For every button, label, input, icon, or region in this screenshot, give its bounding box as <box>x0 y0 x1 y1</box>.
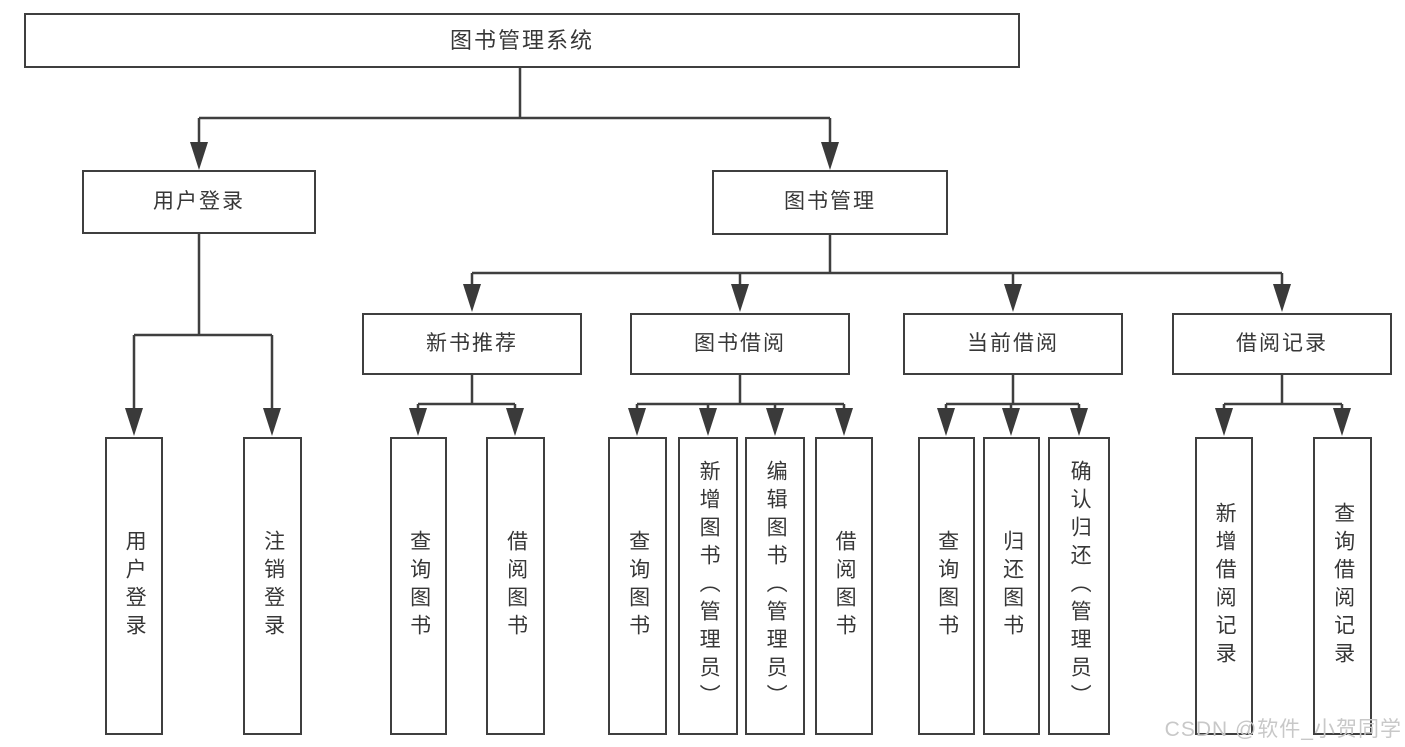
connector-current-borrow-to-leaves <box>937 375 1088 436</box>
leaf-bb-borrow-books: 借阅图书 <box>815 437 873 735</box>
node-user-login: 用户登录 <box>82 170 316 234</box>
connector-borrow-records-to-leaves <box>1215 375 1351 436</box>
connector-book-management-to-level3 <box>463 234 1291 312</box>
leaf-cb-return-books: 归还图书 <box>983 437 1040 735</box>
node-book-management: 图书管理 <box>712 170 948 235</box>
node-borrow-records: 借阅记录 <box>1172 313 1392 375</box>
leaf-cb-query-books: 查询图书 <box>918 437 975 735</box>
leaf-bb-edit-book-admin: 编辑图书（管理员） <box>745 437 805 735</box>
leaf-nbr-borrow-books: 借阅图书 <box>486 437 545 735</box>
leaf-nbr-query-books: 查询图书 <box>390 437 447 735</box>
connector-book-borrow-to-leaves <box>628 375 853 436</box>
connector-new-book-recommend-to-leaves <box>409 375 524 436</box>
leaf-br-add-record: 新增借阅记录 <box>1195 437 1253 735</box>
watermark: CSDN @软件_小贺同学 <box>1164 718 1402 741</box>
leaf-logout: 注销登录 <box>243 437 302 735</box>
node-new-book-recommend: 新书推荐 <box>362 313 582 375</box>
leaf-br-query-record: 查询借阅记录 <box>1313 437 1372 735</box>
leaf-cb-confirm-return-admin: 确认归还（管理员） <box>1048 437 1110 735</box>
leaf-bb-add-book-admin: 新增图书（管理员） <box>678 437 738 735</box>
node-book-borrow: 图书借阅 <box>630 313 850 375</box>
node-current-borrow: 当前借阅 <box>903 313 1123 375</box>
leaf-user-login: 用户登录 <box>105 437 163 735</box>
connector-user-login-to-leaves <box>125 233 281 436</box>
connector-root-to-level2 <box>190 68 839 170</box>
node-root: 图书管理系统 <box>24 13 1020 68</box>
leaf-bb-query-books: 查询图书 <box>608 437 667 735</box>
